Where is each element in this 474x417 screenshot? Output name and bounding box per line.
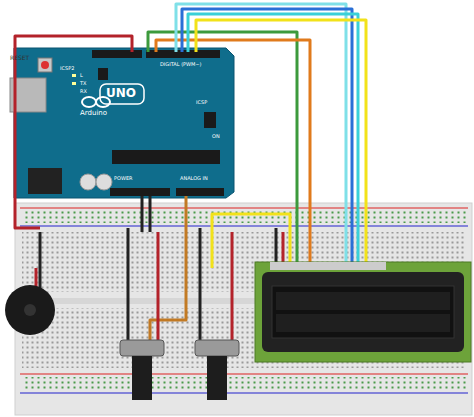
board-logo: UNO <box>106 87 136 99</box>
led-label: L <box>80 73 83 78</box>
piezo-buzzer <box>5 285 55 335</box>
board-label: ICSP2 <box>60 66 74 71</box>
header-label: POWER <box>114 176 133 181</box>
potentiometer <box>120 340 239 400</box>
lcd-display <box>255 262 471 362</box>
header-label: DIGITAL (PWM~) <box>160 62 202 67</box>
board-label: RESET <box>10 55 29 61</box>
led-label: ON <box>212 134 220 139</box>
board-label: ICSP <box>196 100 207 105</box>
arduino-board <box>10 48 234 198</box>
led-label: RX <box>80 89 87 94</box>
header-label: ANALOG IN <box>180 176 208 181</box>
breadboard <box>15 203 472 415</box>
board-logo: Arduino <box>80 110 107 117</box>
led-label: TX <box>80 81 86 86</box>
